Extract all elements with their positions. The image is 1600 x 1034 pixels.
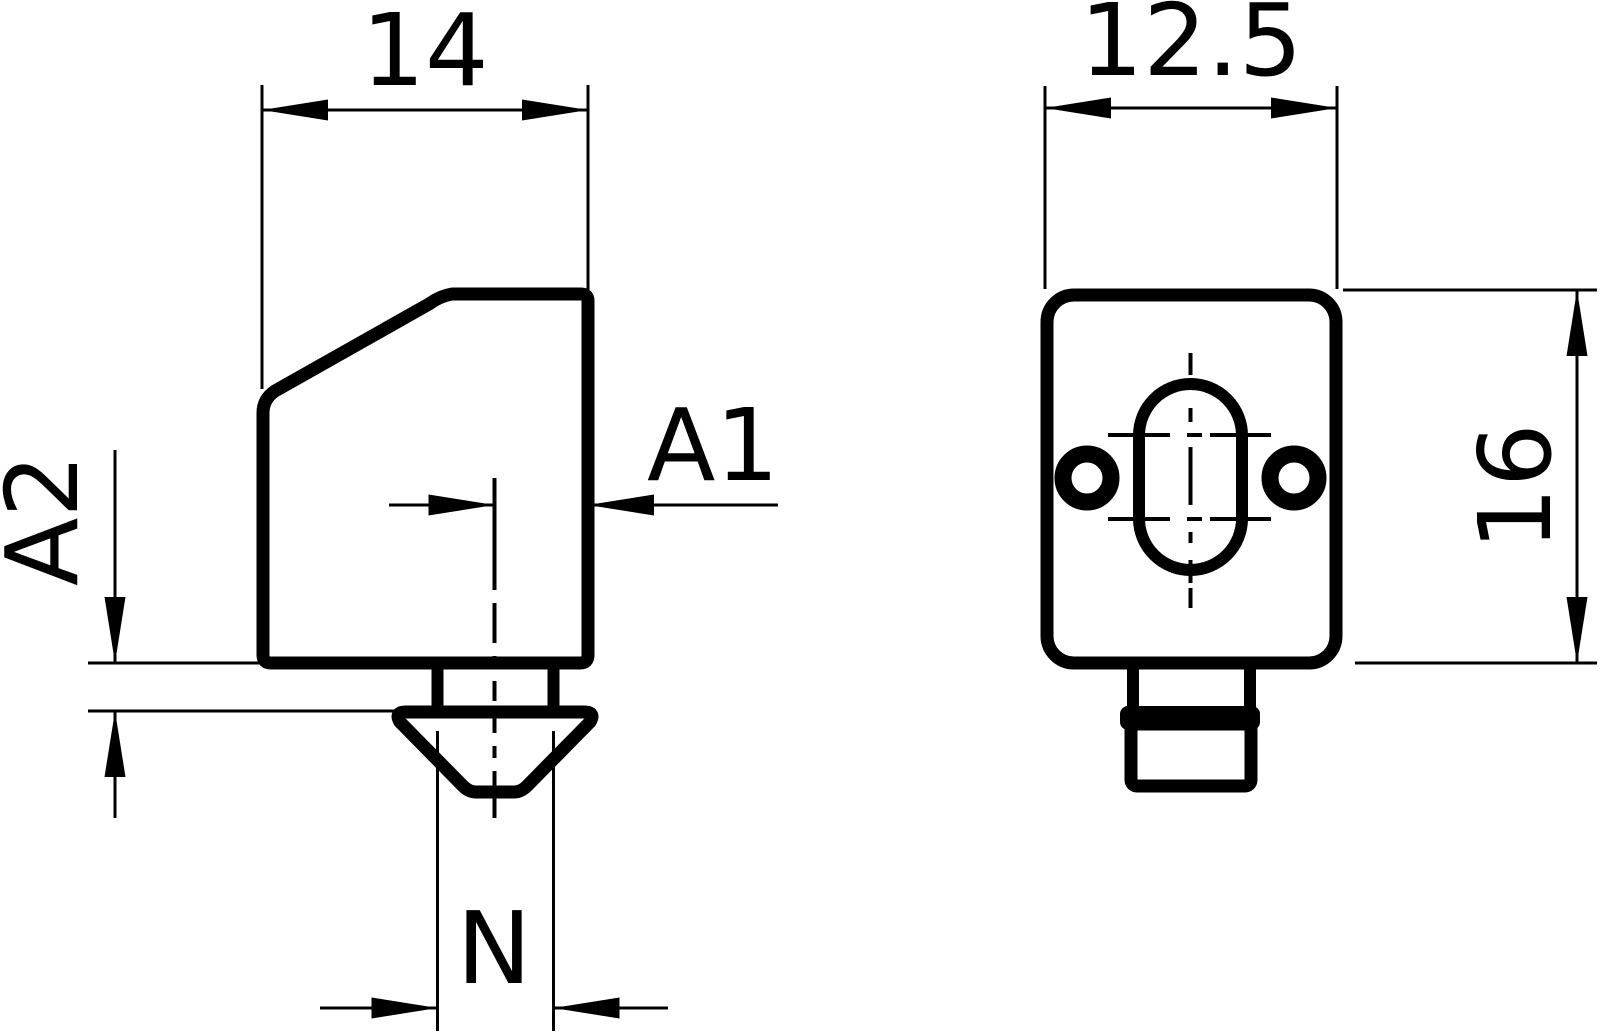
arrow-right-icon — [1271, 97, 1337, 119]
arrow-right-icon — [428, 494, 495, 516]
dimension-16: 16 — [1343, 288, 1597, 665]
arrow-up-icon — [104, 711, 126, 777]
arrow-left-icon — [1045, 97, 1111, 119]
arrow-right-icon — [371, 997, 438, 1019]
dimension-a2: A2 — [0, 450, 397, 818]
arrow-up-icon — [1566, 290, 1588, 356]
dim-label-width: 14 — [361, 0, 488, 109]
dim-label-front-height: 16 — [1457, 423, 1574, 550]
arrow-right-icon — [522, 99, 588, 121]
arrow-left-icon — [553, 997, 620, 1019]
dimension-12-5: 12.5 — [1043, 0, 1339, 289]
side-body-outline — [256, 287, 595, 670]
hole-circle-right — [1261, 445, 1327, 511]
dim-label-a1: A1 — [647, 387, 779, 504]
front-bottom-block — [1124, 717, 1258, 793]
dimension-n: N — [320, 731, 668, 1031]
front-view: 12.5 16 — [1040, 0, 1597, 793]
arrow-down-icon — [104, 597, 126, 663]
dim-label-front-width: 12.5 — [1080, 0, 1303, 99]
dim-label-n: N — [457, 890, 532, 1007]
arrow-left-icon — [262, 99, 328, 121]
dimension-a1: A1 — [389, 387, 779, 516]
arrow-down-icon — [1566, 597, 1588, 663]
dim-label-a2: A2 — [0, 454, 101, 586]
hole-circle-left — [1054, 445, 1120, 511]
arrow-left-icon — [588, 494, 654, 516]
dimension-14: 14 — [260, 0, 590, 389]
side-view: 14 A1 A2 N — [0, 0, 779, 1031]
